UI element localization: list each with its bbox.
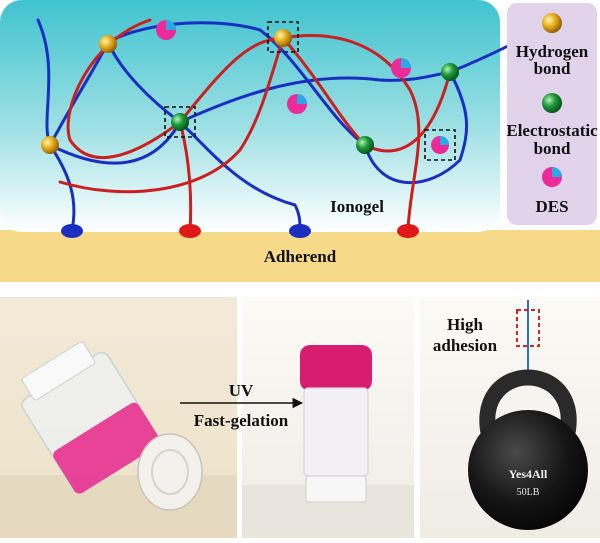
des-pie [391,58,411,78]
blue-chain-4 [178,43,512,124]
adherend-layer [0,230,600,282]
anchor-blue [61,224,83,238]
adherend-label: Adherend [264,247,337,266]
anchor-blue [289,224,311,238]
des-pie [287,94,307,114]
red-chain-3 [178,120,193,232]
electrostatic-bond-sphere [356,136,374,154]
red-chain-2 [281,34,421,232]
legend-panel [507,3,597,225]
ionogel-region [0,0,500,232]
gelation-transition: UV Fast-gelation [180,381,304,430]
blue-chain-6 [363,70,469,185]
highlight-box [267,21,299,53]
legend-electrostatic-bond-icon [542,93,562,113]
blue-chain-3 [106,40,302,232]
kettlebell-brand: Yes4All [509,467,548,481]
adhesion-highlight-box [516,309,540,347]
red-chain-5 [58,36,285,194]
highlight-boxes [164,21,456,161]
vial-base [305,475,367,503]
photo-after-gelation [242,297,414,538]
transition-label-top: UV [229,381,254,400]
anchor-red [179,224,201,238]
vial-lid [137,433,203,511]
adhesion-label-line2: adhesion [433,336,498,355]
des-molecules [156,20,449,154]
des-pie [431,136,449,154]
legend-electrostatic-label-line1: Electrostatic [506,121,598,140]
electrostatic-bond-sphere [171,113,189,131]
highlight-box [424,129,456,161]
photo-high-adhesion: Yes4All 50LB [420,297,600,538]
red-chain-1 [66,18,285,160]
vial-cap [21,341,96,401]
gel-cap [300,345,372,391]
legend-des-label: DES [535,197,568,216]
adhesion-label-line1: High [447,315,483,334]
kettlebell-body [468,410,588,530]
blue-chain-5 [48,120,182,165]
des-pie [156,20,176,40]
vial-liquid [53,402,161,494]
surface-anchors [61,224,419,238]
electrostatic-bond-sphere [441,63,459,81]
adhesion-label: High adhesion [433,315,498,355]
legend-electrostatic-label-line2: bond [534,139,571,158]
ionogel-label: Ionogel [330,197,384,216]
photo-before-gelation [0,297,237,538]
kettlebell-weight: 50LB [517,487,540,498]
transition-label-bottom: Fast-gelation [194,411,289,430]
vial-clear-body [303,387,369,477]
polymer-network-blue [36,18,512,232]
legend: Hydrogen bond Electrostatic bond DES [506,13,598,216]
blue-chain-2 [48,21,367,147]
hydrogen-bond-sphere [274,29,292,47]
kettlebell-handle [479,369,577,438]
hydrogen-bond-sphere [99,35,117,53]
highlight-box [164,106,196,138]
electrostatic-bonds [171,63,459,154]
hydrogen-bonds [41,29,292,154]
legend-hydrogen-label-line1: Hydrogen [516,42,589,61]
hydrogen-bond-sphere [41,136,59,154]
legend-hydrogen-bond-icon [542,13,562,33]
anchor-red [397,224,419,238]
legend-hydrogen-label-line2: bond [534,59,571,78]
legend-des-icon [542,167,562,187]
